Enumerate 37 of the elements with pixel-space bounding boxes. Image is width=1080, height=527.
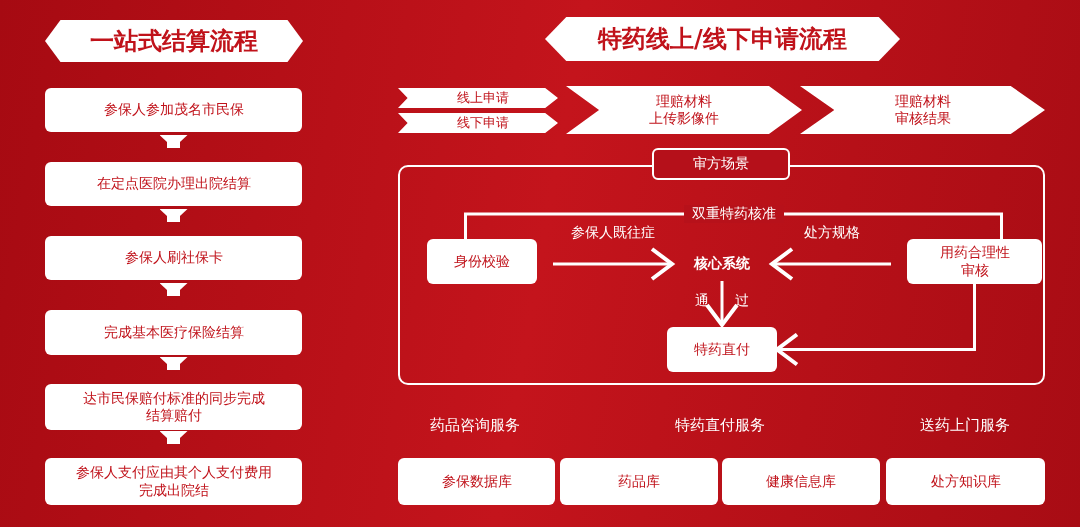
process-box: 健康信息库 [722,458,880,505]
process-step: 线下申请 [398,113,558,133]
edge-label: 参保人既往症 [570,224,655,242]
title-banner: 一站式结算流程 [45,20,303,62]
arrow [159,135,188,148]
arrow [159,357,188,370]
process-step: 线上申请 [398,88,558,108]
process-box: 在定点医院办理出院结算 [45,162,302,206]
arrow [159,431,188,444]
arrow [553,247,674,281]
process-box: 参保数据库 [398,458,555,505]
process-box: 特药直付 [667,327,777,372]
process-box: 参保人刷社保卡 [45,236,302,280]
process-box: 完成基本医疗保险结算 [45,310,302,355]
process-step: 理赔材料审核结果 [800,86,1045,134]
edge-label: 处方规格 [803,224,860,242]
scene-heading: 审方场景 [652,148,790,180]
process-box: 用药合理性审核 [907,239,1042,284]
service-label: 送药上门服务 [920,415,1010,435]
arrow [775,284,976,367]
process-step: 理赔材料上传影像件 [566,86,802,134]
arrow [159,283,188,296]
process-box: 身份校验 [427,239,537,284]
edge-label: 通过 [694,292,775,310]
process-box: 参保人支付应由其个人支付费用完成出院结 [45,458,302,505]
service-label: 药品咨询服务 [430,415,520,435]
system-label: 核心系统 [682,249,762,279]
process-box: 药品库 [560,458,718,505]
service-label: 特药直付服务 [675,415,765,435]
process-box: 处方知识库 [886,458,1045,505]
title-banner: 特药线上/线下申请流程 [545,17,900,61]
process-box: 达市民保赔付标准的同步完成结算赔付 [45,384,302,430]
arrow [705,281,739,327]
edge-label: 双重特药核准 [683,205,784,223]
arrow [770,247,891,281]
arrow [159,209,188,222]
process-box: 参保人参加茂名市民保 [45,88,302,132]
